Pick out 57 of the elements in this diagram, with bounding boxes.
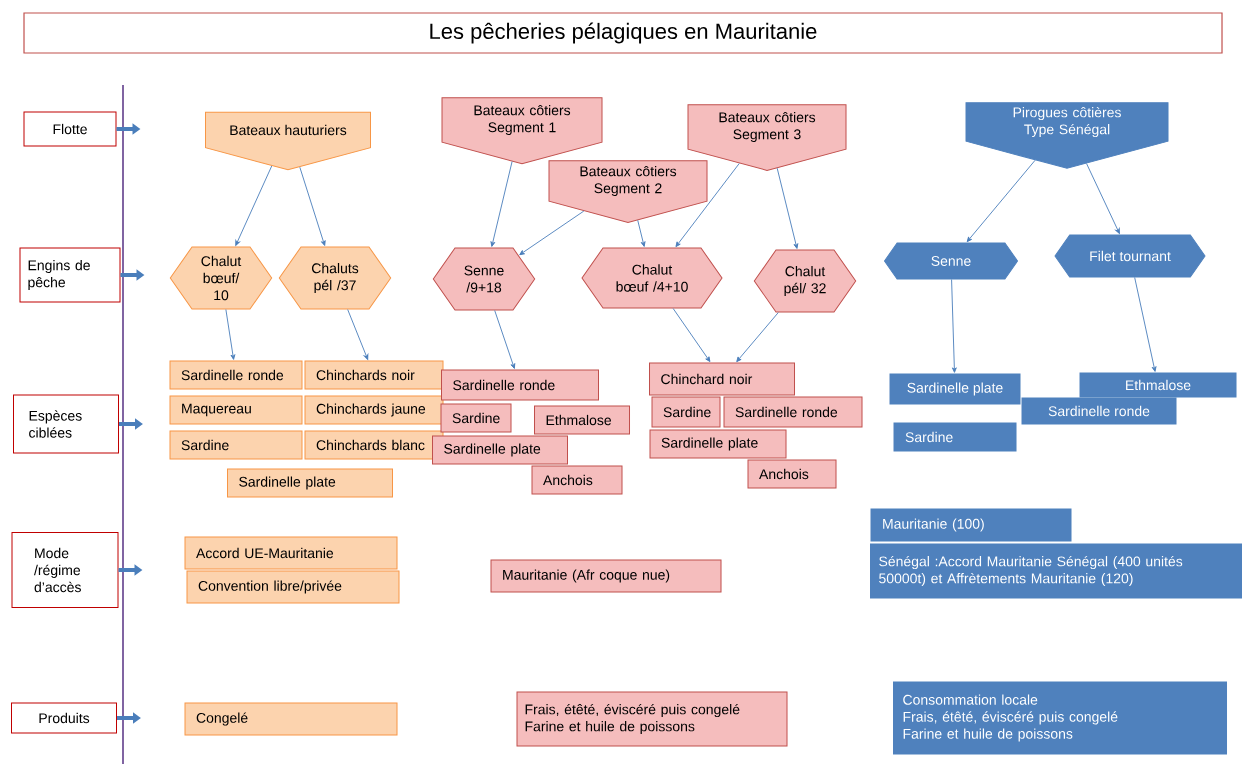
coastal-box: Mauritanie (Afr coque nue): [490, 559, 722, 593]
coastal-box: Frais, étêté, éviscéré puis congelé Farine et huile de poissons: [516, 691, 788, 747]
offshore-box: Chinchards blanc: [304, 430, 444, 460]
artisanal-box: Ethmalose: [1079, 372, 1237, 398]
row-label: Espèces ciblées: [13, 394, 119, 454]
arrow: [966, 159, 1036, 243]
arrow: [675, 163, 740, 248]
gear-hexagon: Chalut pél/ 32: [753, 249, 857, 313]
coastal-box: Sardinelle ronde: [723, 396, 863, 428]
arrow: [776, 167, 799, 249]
title-box: Les pêcheries pélagiques en Mauritanie: [23, 12, 1223, 54]
coastal-box: Sardinelle plate: [649, 429, 787, 459]
offshore-box: Convention libre/privée: [186, 570, 400, 604]
arrow: [637, 219, 646, 247]
coastal-box: Sardine: [651, 396, 721, 428]
coastal-box: Sardine: [440, 403, 512, 433]
arrow: [299, 166, 326, 246]
coastal-box: Ethmalose: [534, 405, 630, 435]
arrow: [225, 309, 236, 360]
artisanal-box: Sardinelle ronde: [1021, 397, 1177, 425]
row-label: Mode /régime d’accès: [11, 532, 119, 608]
coastal-box: Anchois: [747, 459, 837, 489]
coastal-box: Anchois: [531, 465, 623, 495]
coastal-box: Sardinelle plate: [432, 435, 568, 465]
artisanal-box: Sardine: [893, 422, 1017, 452]
gear-hexagon: Chalut bœuf /4+10: [581, 247, 723, 309]
row-label: Produits: [11, 702, 117, 734]
offshore-box: Sardinelle ronde: [169, 360, 303, 390]
artisanal-box: Consommation locale Frais, étêté, éviscéré puis congelé Farine et huile de poissons: [893, 681, 1227, 755]
node-label: Sénégal :Accord Mauritanie Sénégal (400 unités 50000t) et Affrètements Mauritanie (120): [879, 555, 1183, 587]
arrow: [1086, 163, 1120, 234]
artisanal-box: Mauritanie (100): [870, 508, 1072, 542]
offshore-box: Chinchards jaune: [304, 395, 444, 425]
arrow: [490, 161, 513, 247]
arrow: [951, 279, 957, 373]
offshore-box: Sardine: [169, 430, 303, 460]
coastal-box: Sardinelle ronde: [441, 369, 599, 401]
arrow: [1134, 277, 1157, 372]
gear-hexagon: Chaluts pél /37: [278, 246, 392, 310]
artisanal-box: Sardinelle plate: [889, 373, 1021, 405]
row-label: Engins de pêche: [19, 247, 121, 303]
gear-hexagon: Senne /9+18: [432, 247, 536, 311]
arrow: [494, 310, 516, 369]
offshore-box: Chinchards noir: [304, 360, 444, 390]
arrow: [235, 165, 273, 246]
offshore-box: Maquereau: [169, 395, 303, 425]
offshore-box: Accord UE-Mauritanie: [184, 536, 398, 570]
arrow: [672, 308, 711, 362]
arrow: [736, 312, 779, 363]
gear-hexagon: Filet tournant: [1054, 234, 1206, 278]
gear-hexagon: Senne: [884, 242, 1018, 280]
row-label: Flotte: [23, 111, 117, 147]
offshore-box: Sardinelle plate: [227, 468, 393, 498]
arrow: [347, 309, 369, 360]
arrow: [519, 210, 585, 256]
gear-hexagon: Chalut bœuf/ 10: [169, 246, 273, 310]
offshore-box: Congelé: [184, 702, 398, 736]
